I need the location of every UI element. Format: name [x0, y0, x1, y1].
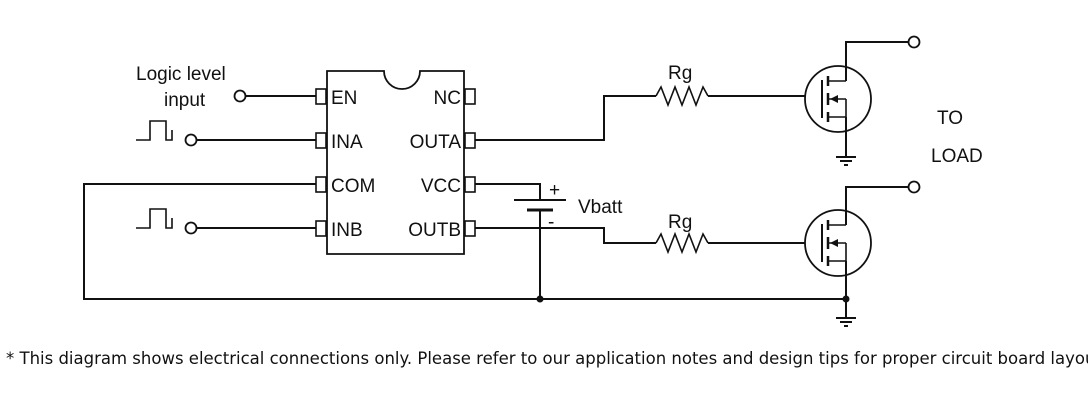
inb-pulse-source: [136, 208, 316, 235]
pin-label-com: COM: [331, 176, 375, 197]
pin-inb-stub: [315, 220, 327, 237]
load-label: LOAD: [931, 146, 983, 167]
logic-level-label: Logic level: [136, 64, 226, 85]
pin-com-stub: [315, 176, 327, 193]
pin-nc-stub: [464, 88, 476, 105]
pin-ina-stub: [315, 132, 327, 149]
battery-plus-sign: +: [549, 180, 560, 201]
input-label: input: [164, 90, 206, 111]
pin-label-en: EN: [331, 88, 357, 109]
ground-symbol-top: [836, 156, 856, 166]
pin-label-nc: NC: [434, 88, 461, 109]
pin-label-vcc: VCC: [421, 176, 461, 197]
pin-outa-stub: [464, 132, 476, 149]
to-label: TO: [937, 108, 963, 129]
pin-label-ina: INA: [331, 132, 363, 153]
footnote: * This diagram shows electrical connecti…: [6, 349, 1088, 368]
battery-label: Vbatt: [578, 197, 623, 218]
battery-minus-sign: -: [548, 212, 554, 233]
resistor-rg-bottom: [655, 231, 709, 255]
resistor-top-label: Rg: [668, 63, 692, 84]
vbatt-battery: + - Vbatt: [475, 180, 623, 303]
ina-pulse-source: [136, 120, 316, 147]
pin-vcc-stub: [464, 176, 476, 193]
load-terminal-top: [907, 35, 921, 49]
mosfet-bottom: [804, 180, 921, 327]
outa-gate-path: Rg: [475, 63, 808, 141]
pin-label-outa: OUTA: [410, 132, 462, 153]
gate-driver-circuit-diagram: Logic level input EN INA COM INB NC O: [83, 35, 983, 327]
pin-label-inb: INB: [331, 220, 363, 241]
ground-symbol-bottom: [836, 317, 856, 327]
pin-en-stub: [315, 88, 327, 105]
pin-label-outb: OUTB: [408, 220, 461, 241]
resistor-rg-top: [655, 84, 709, 108]
mosfet-top: [804, 35, 921, 166]
com-ground-return-wire: [83, 183, 848, 300]
resistor-bottom-label: Rg: [668, 212, 692, 233]
driver-ic: EN INA COM INB NC OUTA VCC OUTB: [315, 70, 476, 255]
en-input-terminal: [233, 89, 316, 103]
outb-gate-path: Rg: [475, 212, 808, 255]
pin-outb-stub: [464, 220, 476, 237]
load-terminal-bottom: [907, 180, 921, 194]
